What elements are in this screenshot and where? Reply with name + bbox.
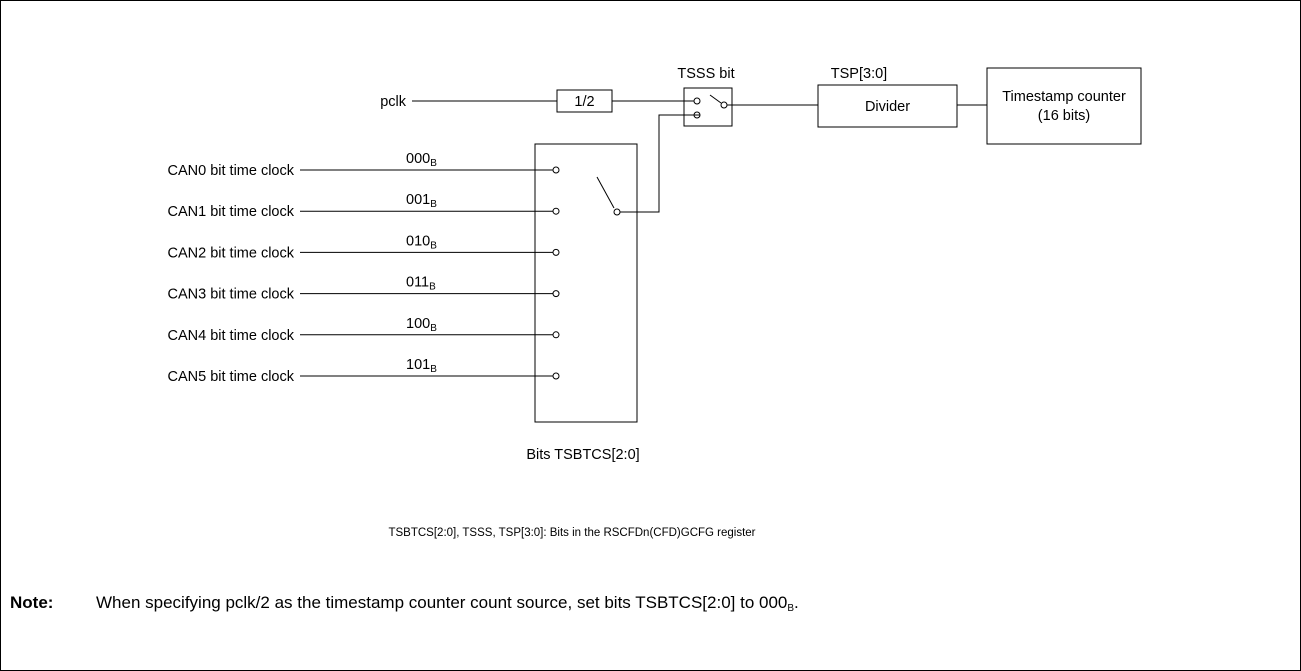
note-subscript: B (787, 603, 794, 614)
can-input-code-value: 101 (406, 357, 430, 373)
can-input-label: CAN3 bit time clock (167, 287, 294, 303)
can-input-code-subscript: B (430, 323, 437, 334)
can-input-code-value: 011 (406, 275, 429, 291)
note-end: . (794, 593, 799, 612)
can-input-contact (552, 248, 560, 256)
can-input-code: 010B (406, 233, 437, 251)
timestamp-counter-box (986, 67, 1142, 145)
divider-box (817, 84, 958, 128)
can-input-label: CAN5 bit time clock (167, 369, 294, 385)
can-input-label: CAN0 bit time clock (167, 163, 294, 179)
tsp-label: TSP[3:0] (831, 66, 887, 82)
selector-caption: Bits TSBTCS[2:0] (526, 447, 639, 463)
can-input-contact (552, 166, 560, 174)
can-input-code: 011B (406, 275, 436, 293)
tsss-contact-a (693, 97, 701, 105)
selector-to-tsss-wire (620, 114, 700, 213)
tsss-lever (709, 94, 722, 104)
can-input-code-value: 000 (406, 151, 430, 167)
half-divider-label: 1/2 (574, 94, 594, 110)
can-input-code-subscript: B (430, 199, 437, 210)
can-input-code-subscript: B (429, 282, 436, 293)
counter-label-line2: (16 bits) (1038, 108, 1090, 124)
tsss-output-contact (720, 101, 728, 109)
can-input-code: 001B (406, 192, 437, 210)
note-text: When specifying pclk/2 as the timestamp … (96, 593, 799, 614)
can-input-code: 101B (406, 357, 437, 375)
can-input-code: 100B (406, 316, 437, 334)
can-input-label: CAN2 bit time clock (167, 245, 294, 261)
note-body: When specifying pclk/2 as the timestamp … (96, 593, 787, 612)
selector-lever (596, 176, 615, 209)
can-input-contact (552, 290, 560, 298)
can-input-contact (552, 207, 560, 215)
selector-output-contact (613, 208, 621, 216)
can-input-code-value: 100 (406, 316, 430, 332)
divider-label: Divider (865, 99, 910, 115)
tsss-label: TSSS bit (677, 66, 734, 82)
can-input-code: 000B (406, 151, 437, 169)
can-input-contact (552, 331, 560, 339)
can-input-code-value: 010 (406, 233, 430, 249)
counter-label-line1: Timestamp counter (1002, 89, 1126, 105)
tsbtcs-selector-box (534, 143, 638, 423)
can-input-contact (552, 372, 560, 380)
can-input-label: CAN1 bit time clock (167, 204, 294, 220)
can-input-code-subscript: B (430, 364, 437, 375)
can-input-label: CAN4 bit time clock (167, 328, 294, 344)
can-input-code-value: 001 (406, 192, 430, 208)
pclk-label: pclk (380, 94, 407, 110)
can-input-code-subscript: B (430, 240, 437, 251)
can-input-code-subscript: B (430, 158, 437, 169)
note-key: Note: (10, 593, 53, 612)
register-note: TSBTCS[2:0], TSSS, TSP[3:0]: Bits in the… (388, 527, 755, 539)
